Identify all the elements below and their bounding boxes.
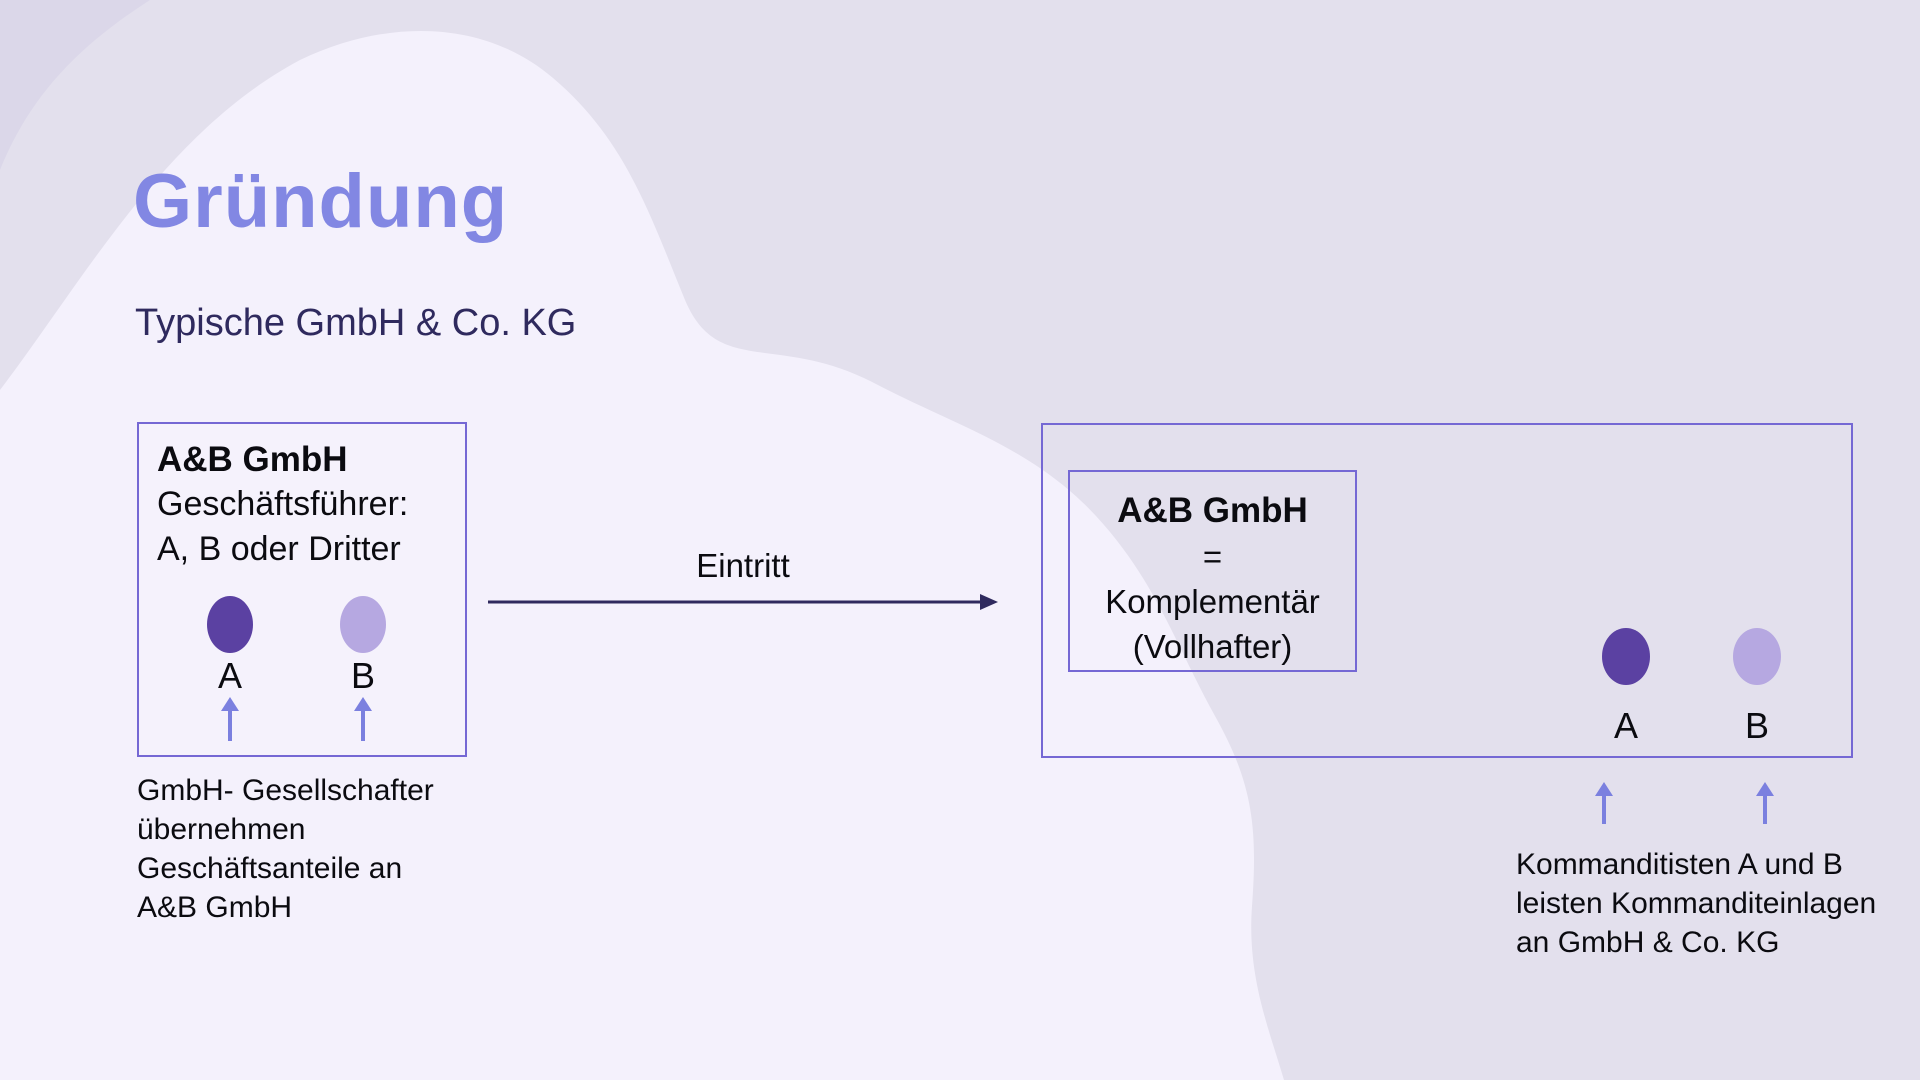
shareholder-b: B bbox=[333, 596, 393, 741]
gmbh-box: A&B GmbH Geschäftsführer: A, B oder Drit… bbox=[137, 422, 467, 757]
shareholder-b-circle bbox=[340, 596, 386, 653]
gmbh-caption-line: GmbH- Gesellschafter bbox=[137, 774, 434, 807]
gmbh-box-line: A, B oder Dritter bbox=[157, 530, 401, 568]
kommanditist-a-circle bbox=[1602, 628, 1650, 685]
up-arrow-icon bbox=[1595, 782, 1613, 824]
transition-label: Eintritt bbox=[696, 547, 790, 584]
transition-group: Eintritt bbox=[488, 544, 998, 614]
gmbh-box-title: A&B GmbH bbox=[157, 440, 348, 479]
komplementaer-box: A&B GmbH = Komplementär (Vollhafter) bbox=[1068, 470, 1357, 672]
komplementaer-box-line: Komplementär bbox=[1105, 583, 1320, 620]
kommanditist-a-label: A bbox=[1613, 705, 1638, 746]
komplementaer-box-line: = bbox=[1202, 538, 1223, 575]
kommanditist-b: B bbox=[1727, 628, 1787, 745]
corner-shade-shape bbox=[0, 0, 150, 170]
up-arrow-icon bbox=[354, 697, 372, 741]
right-arrow-icon bbox=[488, 594, 998, 610]
shareholder-a-label: A bbox=[217, 655, 242, 696]
gmbh-caption-line: Geschäftsanteile an bbox=[137, 852, 403, 885]
kg-caption-line: Kommanditisten A und B bbox=[1516, 848, 1843, 881]
kommanditist-b-circle bbox=[1733, 628, 1781, 685]
gmbh-caption-line: A&B GmbH bbox=[137, 891, 293, 924]
page-title: Gründung bbox=[133, 159, 509, 244]
gmbh-box-line: Geschäftsführer: bbox=[157, 485, 409, 523]
up-arrow-icon bbox=[221, 697, 239, 741]
gmbh-caption: GmbH- Gesellschafter übernehmen Geschäft… bbox=[137, 771, 434, 927]
kg-caption-line: leisten Kommanditeinlagen bbox=[1516, 887, 1877, 920]
page-subtitle: Typische GmbH & Co. KG bbox=[135, 302, 577, 344]
komplementaer-box-line: (Vollhafter) bbox=[1132, 628, 1293, 665]
blob-shape bbox=[0, 31, 1284, 1080]
kommanditist-b-label: B bbox=[1744, 705, 1769, 746]
kg-caption-line: an GmbH & Co. KG bbox=[1516, 926, 1780, 959]
shareholder-a-circle bbox=[207, 596, 253, 653]
shareholder-b-label: B bbox=[350, 655, 375, 696]
kg-box bbox=[1041, 423, 1853, 758]
up-arrow-icon bbox=[1756, 782, 1774, 824]
kg-caption: Kommanditisten A und B leisten Kommandit… bbox=[1516, 845, 1876, 962]
gmbh-caption-line: übernehmen bbox=[137, 813, 306, 846]
kommanditist-a: A bbox=[1596, 628, 1656, 745]
shareholder-a: A bbox=[200, 596, 260, 741]
komplementaer-box-title: A&B GmbH bbox=[1117, 491, 1308, 530]
